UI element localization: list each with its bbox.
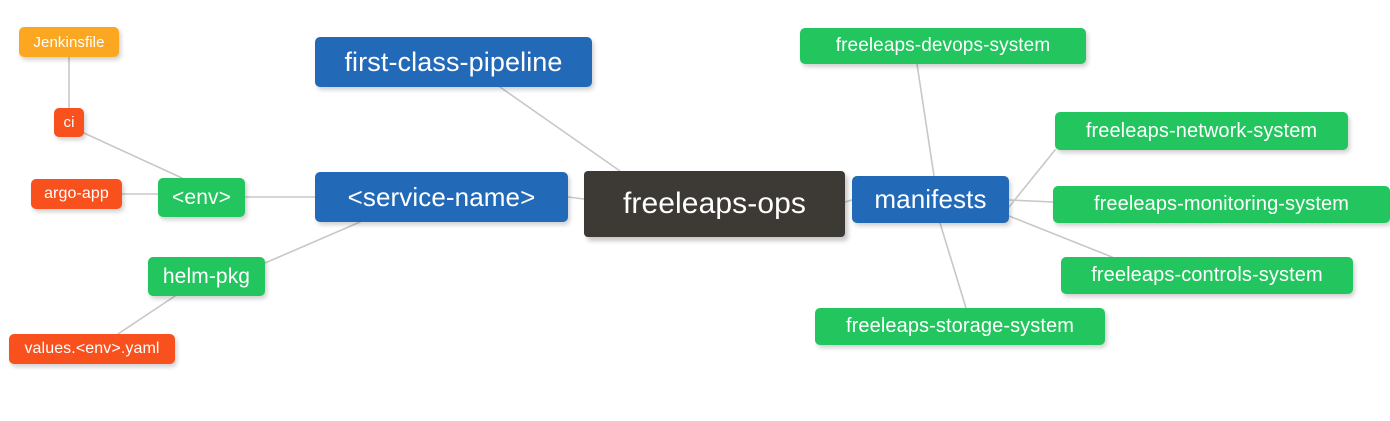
edge-manifests-to-network xyxy=(1008,149,1056,208)
mindmap-node-storage[interactable]: freeleaps-storage-system xyxy=(815,308,1105,345)
mindmap-node-helmpkg[interactable]: helm-pkg xyxy=(148,257,265,296)
mindmap-node-controls[interactable]: freeleaps-controls-system xyxy=(1061,257,1353,294)
mindmap-node-root[interactable]: freeleaps-ops xyxy=(584,171,845,237)
edge-root-to-manifests xyxy=(844,199,853,203)
edge-service-to-helmpkg xyxy=(264,221,361,264)
mindmap-node-argoapp[interactable]: argo-app xyxy=(31,179,122,209)
mindmap-node-manifests[interactable]: manifests xyxy=(852,176,1009,223)
edge-manifests-to-monitoring xyxy=(1008,199,1054,203)
edge-manifests-to-devops xyxy=(916,63,935,177)
mindmap-node-env[interactable]: <env> xyxy=(158,178,245,217)
edge-env-to-ci xyxy=(83,132,183,179)
edge-root-to-service xyxy=(567,196,585,200)
edge-manifests-to-storage xyxy=(939,222,967,309)
mindmap-node-network[interactable]: freeleaps-network-system xyxy=(1055,112,1348,150)
mindmap-node-jenkins[interactable]: Jenkinsfile xyxy=(19,27,119,57)
mindmap-node-service[interactable]: <service-name> xyxy=(315,172,568,222)
edge-root-to-pipeline xyxy=(499,86,621,172)
mindmap-node-values[interactable]: values.<env>.yaml xyxy=(9,334,175,364)
mindmap-node-monitoring[interactable]: freeleaps-monitoring-system xyxy=(1053,186,1390,223)
mindmap-node-ci[interactable]: ci xyxy=(54,108,84,137)
mindmap-node-devops[interactable]: freeleaps-devops-system xyxy=(800,28,1086,64)
mindmap-node-pipeline[interactable]: first-class-pipeline xyxy=(315,37,592,87)
edge-helmpkg-to-values xyxy=(117,295,176,335)
